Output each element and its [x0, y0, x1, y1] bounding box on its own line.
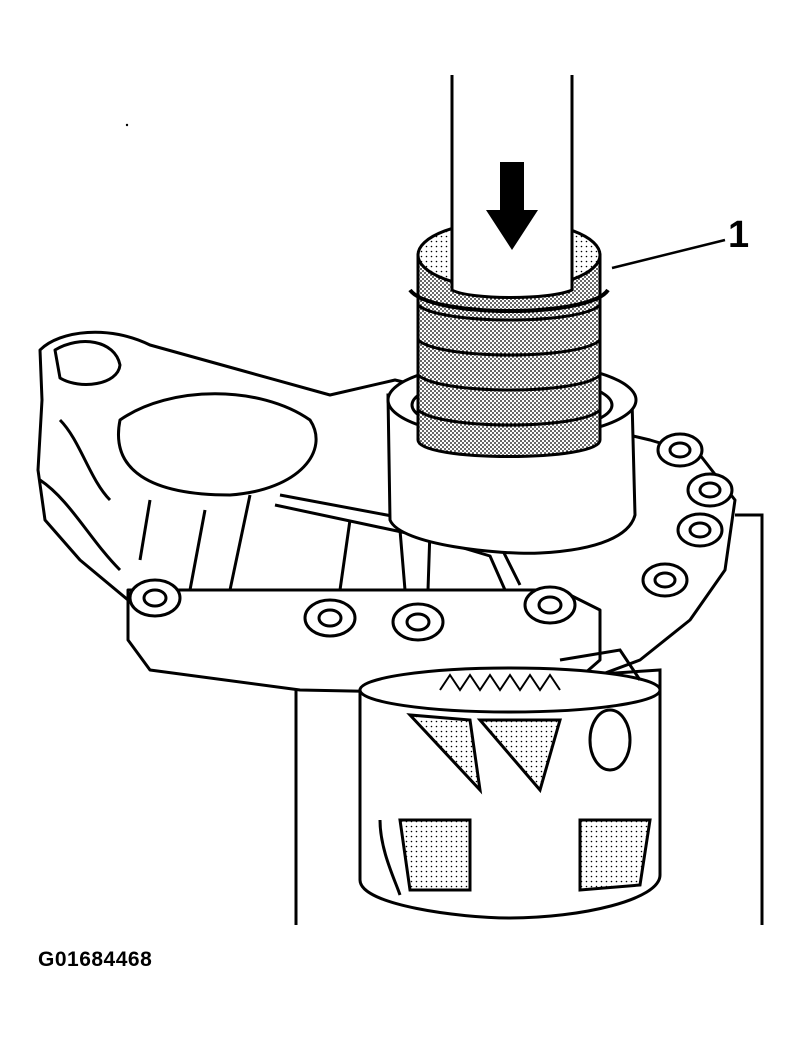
callout-label-1: 1 [728, 214, 750, 256]
differential-carrier [358, 648, 662, 920]
support-bracket [294, 513, 764, 925]
figure-id: G01684468 [38, 948, 153, 971]
scan-speck [125, 123, 129, 127]
bolt-bosses [128, 432, 734, 642]
callout-leader-line [611, 238, 726, 270]
press-direction-arrow-icon [486, 162, 538, 250]
